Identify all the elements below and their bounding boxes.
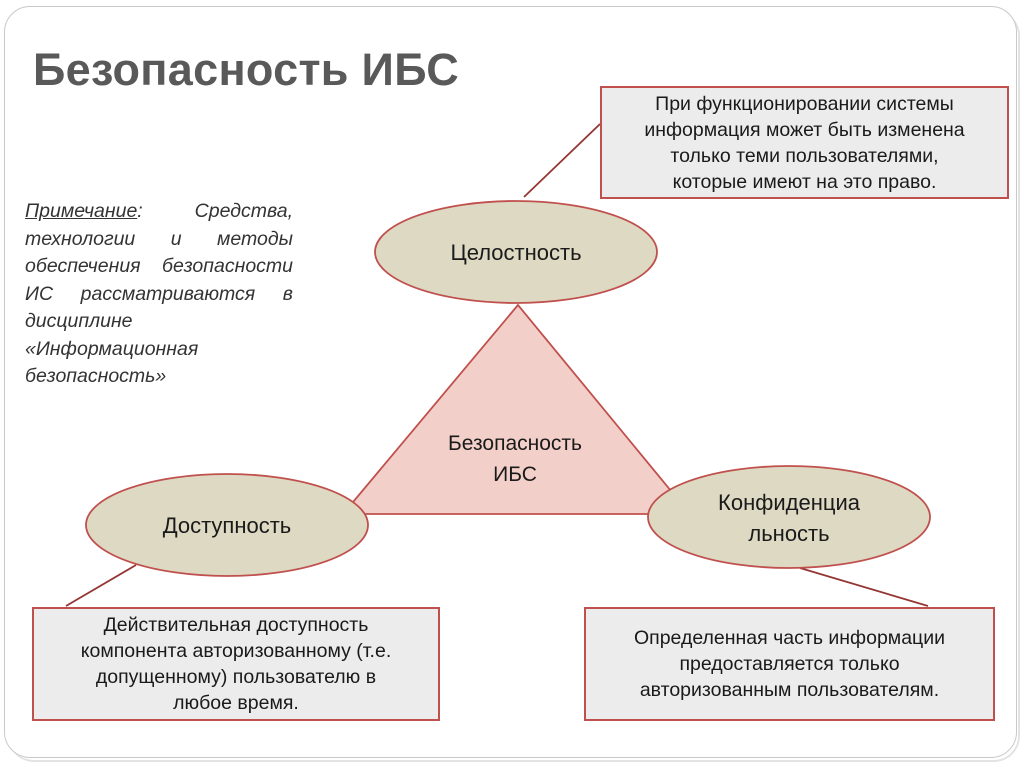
confidentiality-label-line2: льность <box>748 521 829 546</box>
center-label: Безопасность ИБС <box>448 432 582 486</box>
note-body: : Средства, технологии и методы обеспече… <box>25 200 293 387</box>
integrity-description: При функционировании системы информация … <box>600 86 1009 199</box>
confidentiality-description: Определенная часть информации предоставл… <box>584 607 995 721</box>
security-triangle <box>341 303 692 515</box>
slide-shadow <box>8 10 1020 762</box>
availability-description-text: Действительная доступность компонента ав… <box>80 614 392 714</box>
integrity-description-text: При функционировании системы информация … <box>644 92 965 193</box>
integrity-node <box>374 200 658 304</box>
availability-label: Доступность <box>163 513 292 538</box>
connector-integrity <box>523 123 601 198</box>
note-text: Примечание: Средства, технологии и метод… <box>25 198 293 391</box>
slide-title: Безопасность ИБС <box>33 44 460 95</box>
integrity-label: Целостность <box>450 240 581 265</box>
connector-availability <box>65 564 137 607</box>
note-label: Примечание <box>25 200 138 222</box>
availability-node <box>85 473 369 577</box>
availability-description: Действительная доступность компонента ав… <box>32 607 440 721</box>
confidentiality-label-line1: Конфиденциа <box>718 490 861 515</box>
confidentiality-description-text: Определенная часть информации предоставл… <box>633 627 945 701</box>
connector-confidentiality <box>799 567 929 607</box>
confidentiality-node <box>647 465 931 569</box>
